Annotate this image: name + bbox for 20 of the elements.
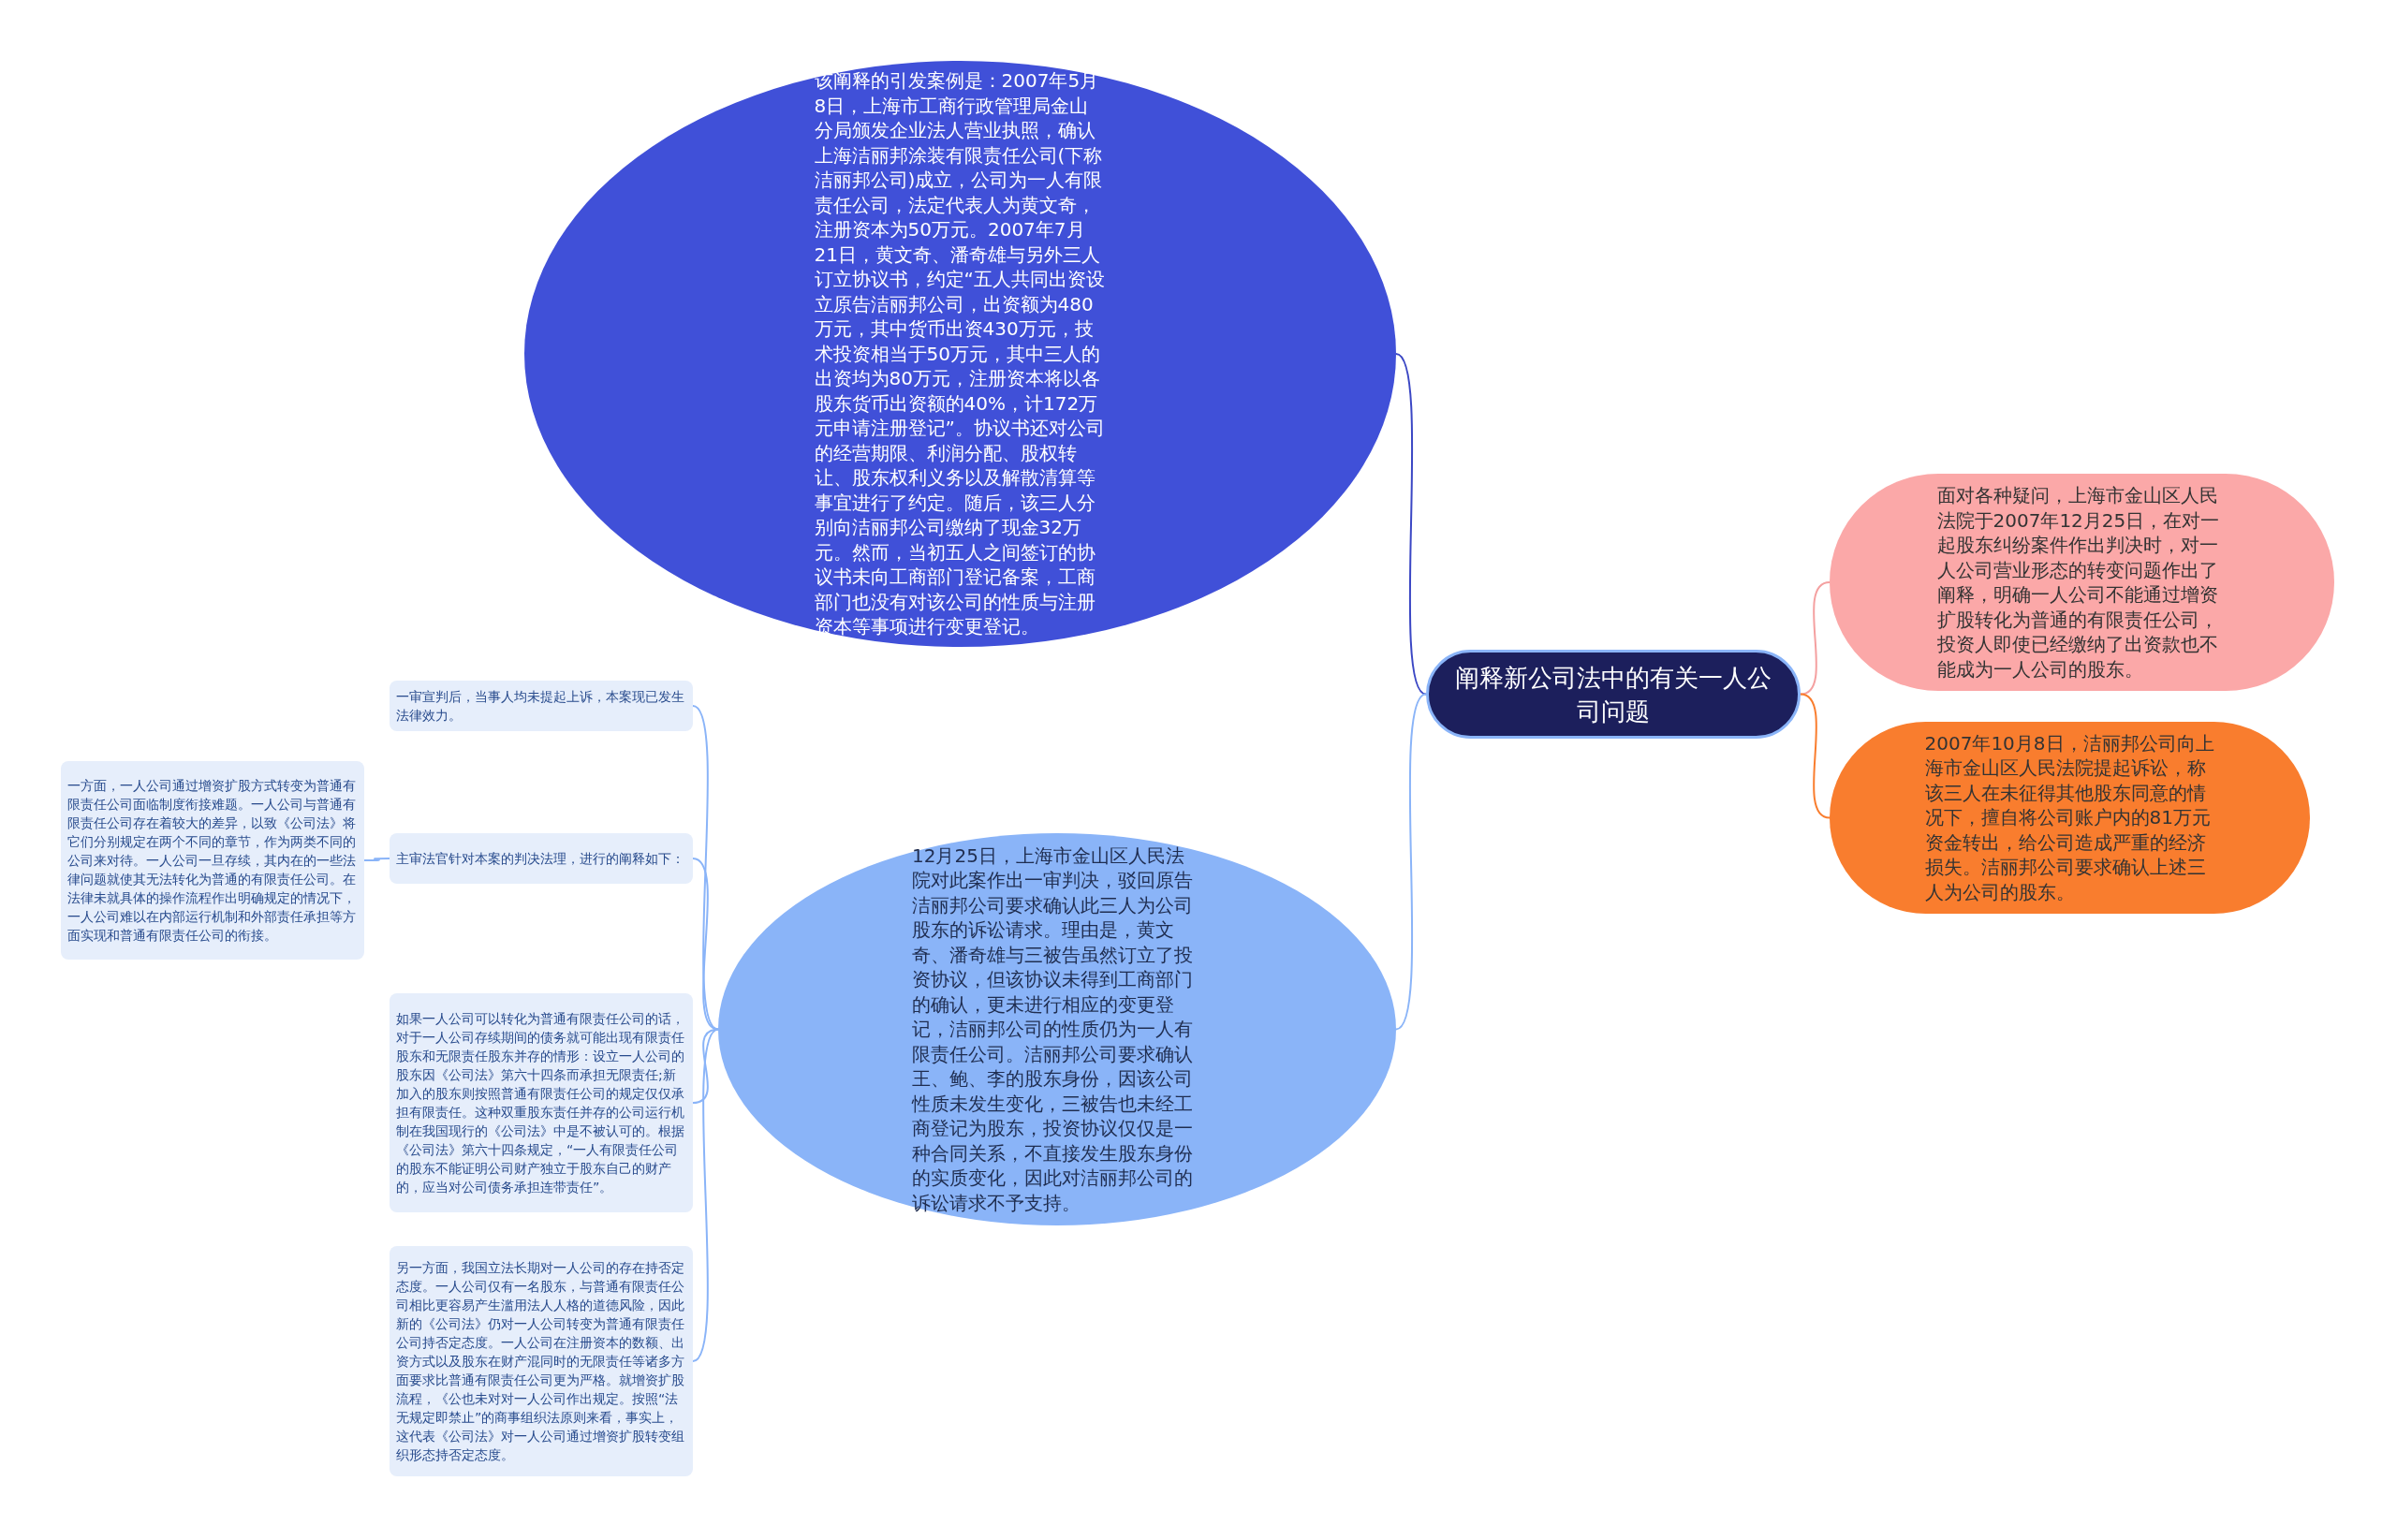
node-text: 面对各种疑问，上海市金山区人民法院于2007年12月25日，在对一起股东纠纷案件作出判决时，对一人公司营业形态的转变问题作出了阐释，明确一人公司不能通过增资扩股转化为普通的有限责任公司，投资人即使已经缴纳了出资款也不能成为一人公司的股东。 [1936,483,2221,682]
connector-line [1395,353,1427,696]
note-card [390,833,693,884]
node-text: 主审法官针对本案的判决法理，进行的阐释如下： [396,850,685,868]
node-text: 12月25日，上海市金山区人民法院对此案作出一审判决，驳回原告洁丽邦公司要求确认此三人为公司股东的诉讼请求。理由是，黄文奇、潘奇雄与三被告虽然订立了投资协议，但该协议未得到工商部门的确认，更未进行相应的变更登记，洁丽邦公司的性质仍为一人有限责任公司。洁丽邦公司要求确认王、鲍、李的股东身份，因该公司性质未发生变化，三被告也未经工商登记为股东，投资协议仅仅是一种合同关系，不直接发生股东身份的实质变化，因此对洁丽邦公司的诉讼请求不予支持。 [912,843,1194,1216]
connector-line [363,858,390,861]
node-text: 如果一人公司可以转化为普通有限责任公司的话，对于一人公司存续期间的债务就可能出现有限责任股东和无限责任股东并存的情形：设立一人公司的股东因《公司法》第六十四条而承担无限责任;新加入的股东则按照普通有限责任公司的规定仅仅承担有限责任。这种双重股东责任并存的公司运行机制在我国现行的《公司法》中是不被认可的。根据《公司法》第六十四条规定，“一人有限责任公司的股东不能证明公司财产独立于股东自己的财产的，应当对公司债务承担连带责任”。 [396,1010,685,1196]
note-card [61,761,364,960]
connector-line [1800,693,1831,819]
node-text: 另一方面，我国立法长期对一人公司的存在持否定态度。一人公司仅有一名股东，与普通有限责任公司相比更容易产生滥用法人人格的道德风险，因此新的《公司法》仍对一人公司转变为普通有限责任公司持否定态度。一人公司在注册资本的数额、出资方式以及股东在财产混同时的无限责任等诸多方面要求比普通有限责任公司更为严格。就增资扩股流程，《公也未对对一人公司作出规定。按照“法无规定即禁止”的商事组织法原则来看，事实上，这代表《公司法》对一人公司通过增资扩股转变组织形态持否定态度。 [396,1259,685,1464]
note-card [390,1246,693,1476]
node-text: 阐释新公司法中的有关一人公司问题 [1454,662,1772,727]
connector-line [1800,581,1831,696]
connector-line [692,1028,719,1362]
node-text: 一审宣判后，当事人均未提起上诉，本案现已发生法律效力。 [396,688,685,725]
note-card [390,681,693,731]
node-text: 一方面，一人公司通过增资扩股方式转变为普通有限责任公司面临制度衔接难题。一人公司与普通有限责任公司存在着较大的差异，以致《公司法》将它们分别规定在两个不同的章节，作为两类不同的公司来对待。一人公司一旦存续，其内在的一些法律问题就使其无法转化为普通的有限责任公司。在法律未就具体的操作流程作出明确规定的情况下，一人公司难以在内部运行机制和外部责任承担等方面实现和普通有限责任公司的衔接。 [67,777,357,945]
note-card [390,993,693,1212]
connector-line [1395,693,1427,1031]
node-text: 2007年10月8日，洁丽邦公司向上海市金山区人民法院提起诉讼，称该三人在未征得其他股东同意的情况下，擅自将公司账户内的81万元资金转出，给公司造成严重的经济损失。洁丽邦公司要求确认上述三人为公司的股东。 [1924,730,2215,905]
